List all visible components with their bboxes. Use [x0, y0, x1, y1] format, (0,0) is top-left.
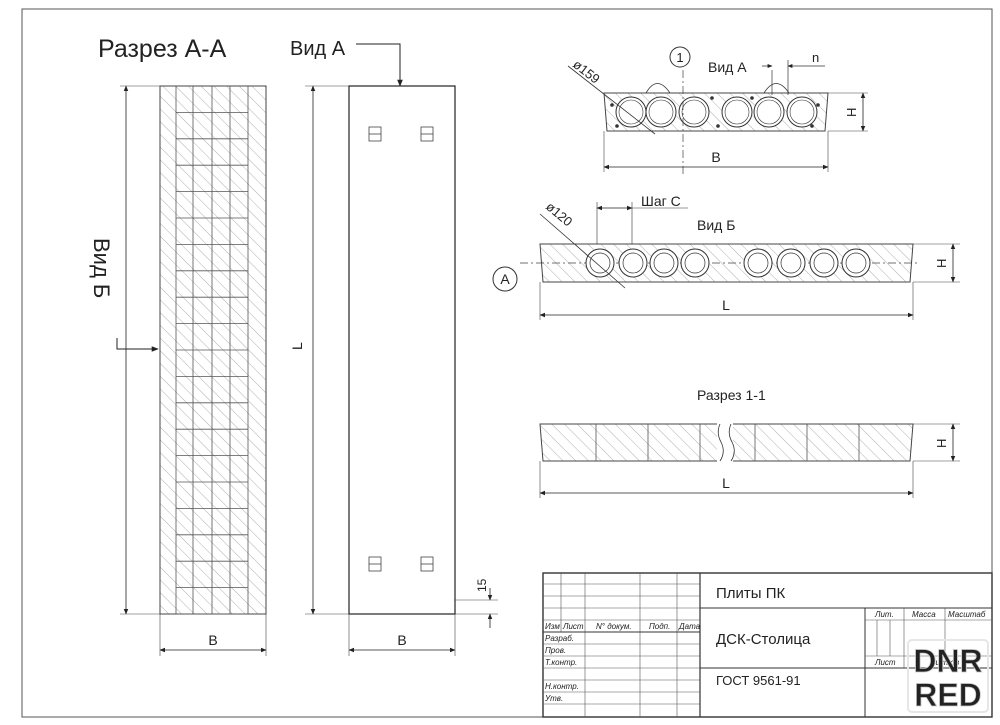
void-hole-inner: [684, 252, 706, 274]
tb-listov: Листов: [929, 658, 959, 667]
void-hole-inner: [756, 99, 782, 125]
mid-dim-l: L: [722, 297, 730, 313]
void-hole-inner: [724, 99, 750, 125]
view-a-dim-15: 15: [475, 578, 489, 592]
tb-utv: Утв.: [544, 694, 563, 703]
void-hole: [721, 96, 753, 128]
view-b-label: Вид Б: [89, 238, 114, 298]
tb-hdr-list: Лист: [562, 622, 584, 631]
void-hole-inner: [681, 99, 707, 125]
title-block: Плиты ПК ДСК-Столица ГОСТ 9561-91 Изм Ли…: [542, 572, 993, 718]
view-a-dim-l: L: [289, 342, 305, 350]
rebar-dot: [610, 103, 614, 107]
top-dim-h: H: [844, 108, 859, 117]
drawing-frame: [21, 8, 993, 718]
tb-razrab: Разраб.: [545, 634, 574, 643]
section-11-view: Разрез 1-1 H L: [539, 387, 960, 498]
cross-section-middle: A ø120 Шаг С Вид Б H L: [492, 193, 960, 320]
mid-step-label: Шаг С: [641, 193, 681, 209]
watermark-line2: RED: [914, 677, 982, 713]
void-hole-inner: [789, 99, 815, 125]
mid-view-b-label: Вид Б: [697, 217, 735, 233]
tb-list: Лист: [874, 658, 896, 667]
void-hole-inner: [747, 252, 769, 274]
top-dia-label: ø159: [570, 57, 603, 87]
rebar-dot: [750, 96, 754, 100]
void-hole: [615, 96, 647, 128]
void-hole-inner: [653, 252, 675, 274]
rebar-dot: [810, 124, 814, 128]
section-aa-title: Разрез А-А: [98, 35, 227, 63]
tb-tkontr: Т.контр.: [545, 658, 577, 667]
mid-dia-label: ø120: [543, 199, 575, 230]
void-hole-inner: [622, 252, 644, 274]
section-aa-dim-b: B: [208, 632, 217, 648]
tb-hdr-sign: Подп.: [649, 622, 670, 631]
void-hole-inner: [648, 99, 674, 125]
tb-product: Плиты ПК: [716, 585, 786, 602]
top-dim-b: B: [711, 149, 720, 165]
top-dim-n: n: [812, 50, 819, 65]
view-a-dim-b: B: [397, 632, 406, 648]
watermark-line1: DNR: [913, 643, 982, 679]
section-11-dim-h: H: [934, 439, 949, 448]
mid-circle-a: A: [500, 271, 510, 287]
view-a-title: Вид А: [290, 38, 346, 60]
tb-masshtab: Масштаб: [948, 610, 986, 619]
void-hole: [753, 96, 785, 128]
tb-hdr-date: Дата: [678, 622, 701, 631]
tb-prov: Пров.: [545, 646, 566, 655]
top-view-a-label: Вид А: [708, 59, 747, 75]
rebar-dot: [615, 124, 619, 128]
top-callout-1: 1: [676, 50, 683, 65]
void-hole-inner: [780, 252, 802, 274]
rebar-dot: [716, 124, 720, 128]
mid-dim-h: H: [934, 259, 949, 268]
tb-massa: Масса: [912, 610, 936, 619]
void-hole-inner: [845, 252, 867, 274]
tb-hdr-izm: Изм: [545, 622, 560, 631]
tb-nkontr: Н.контр.: [545, 682, 579, 691]
tb-hdr-doc: N° докум.: [596, 622, 632, 631]
tb-company: ДСК-Столица: [716, 631, 811, 648]
rebar-dot: [816, 103, 820, 107]
void-hole: [678, 96, 710, 128]
tb-lit: Лит.: [874, 610, 894, 619]
void-hole: [786, 96, 818, 128]
view-a-main: Вид А L B 15: [289, 38, 498, 656]
section-11-title: Разрез 1-1: [697, 387, 766, 403]
section-11-dim-l: L: [722, 475, 730, 491]
tb-standard: ГОСТ 9561-91: [716, 673, 801, 688]
void-hole-inner: [618, 99, 644, 125]
void-hole-inner: [813, 252, 835, 274]
void-hole: [645, 96, 677, 128]
section-aa-view: Разрез А-А B Вид Б: [89, 35, 267, 656]
watermark-logo: DNR RED: [907, 639, 989, 713]
rebar-dot: [710, 96, 714, 100]
void-hole-inner: [589, 252, 611, 274]
cross-section-top: 1 ø159 Вид А n H B: [567, 46, 868, 175]
